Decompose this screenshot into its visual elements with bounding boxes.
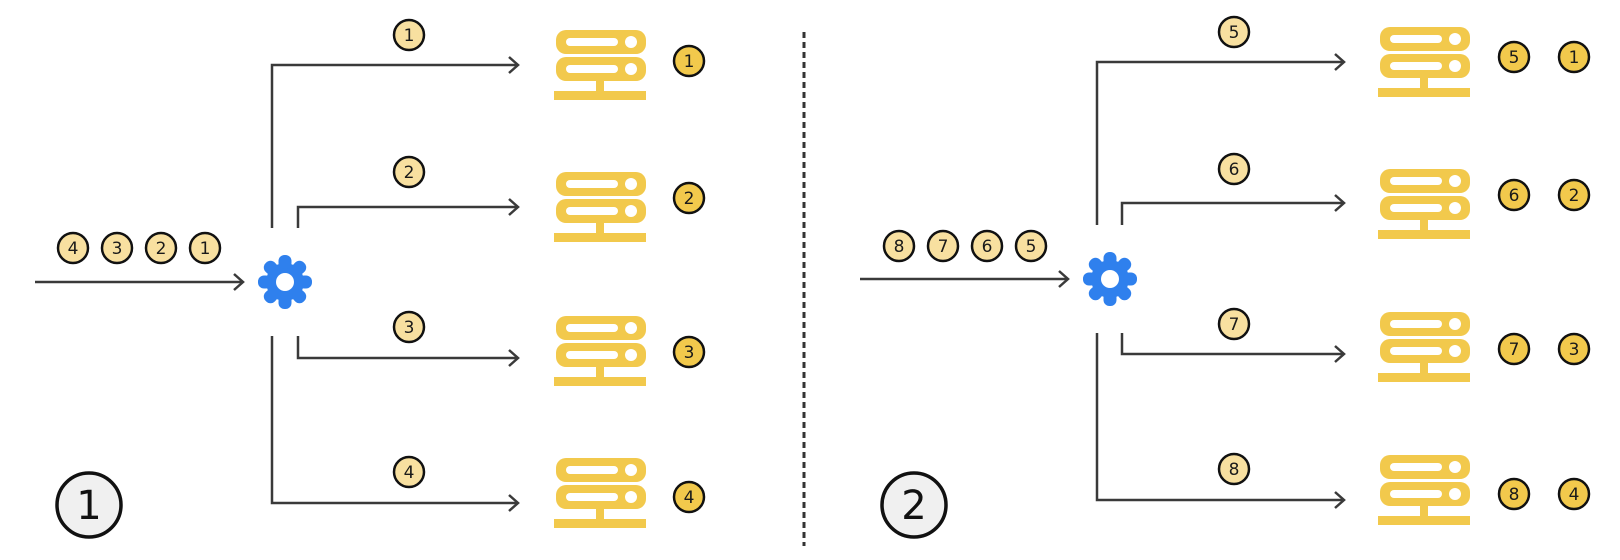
- queue-token: 2: [144, 231, 178, 265]
- panel-step-1: 4 3 2 1: [35, 18, 706, 539]
- routing-lines: [270, 56, 520, 512]
- server-token: 4: [672, 480, 706, 514]
- server-token: 3: [672, 335, 706, 369]
- transit-token-label: 8: [1229, 460, 1240, 480]
- gear-icon: [1071, 240, 1149, 318]
- server-token-label: 3: [1569, 340, 1580, 360]
- gear-icon: [246, 243, 324, 321]
- queue-token-label: 2: [156, 239, 167, 259]
- server-token-label: 1: [684, 52, 695, 72]
- transit-token: 3: [392, 310, 426, 344]
- server-token-label: 2: [1569, 186, 1580, 206]
- transit-token-label: 1: [404, 26, 415, 46]
- server-token: 3: [1557, 332, 1591, 366]
- step-badge-label: 2: [901, 483, 926, 529]
- transit-token: 1: [392, 18, 426, 52]
- routing-lines: [1095, 53, 1346, 509]
- queue-token: 4: [56, 231, 90, 265]
- queue-token-label: 7: [938, 237, 949, 257]
- server-token-label: 7: [1509, 340, 1520, 360]
- queue-token: 8: [882, 229, 916, 263]
- queue-token: 1: [188, 231, 222, 265]
- server-token-label: 3: [684, 343, 695, 363]
- server-token-label: 4: [1569, 485, 1580, 505]
- server-icon: [554, 172, 646, 242]
- queue-token-label: 5: [1026, 237, 1037, 257]
- server-token: 5: [1497, 40, 1531, 74]
- transit-token-label: 6: [1229, 160, 1240, 180]
- transit-token-label: 7: [1229, 315, 1240, 335]
- server-token: 1: [1557, 40, 1591, 74]
- queue-token: 7: [926, 229, 960, 263]
- server-token: 4: [1557, 477, 1591, 511]
- transit-token: 7: [1217, 307, 1251, 341]
- server-icon: [1378, 169, 1470, 239]
- server-icon: [554, 316, 646, 386]
- step-badge: 1: [55, 471, 123, 539]
- server-icon: [1378, 312, 1470, 382]
- panel-step-2: 8 7 6 5: [860, 15, 1591, 539]
- step-badge-label: 1: [76, 483, 101, 529]
- server-token-label: 5: [1509, 48, 1520, 68]
- server-token: 1: [672, 44, 706, 78]
- incoming-queue: 8 7 6 5: [882, 229, 1048, 263]
- step-badge: 2: [880, 471, 948, 539]
- server-icon: [1378, 455, 1470, 525]
- server-icon: [1378, 27, 1470, 97]
- server-token-label: 8: [1509, 485, 1520, 505]
- transit-token: 4: [392, 455, 426, 489]
- queue-token-label: 3: [112, 239, 123, 259]
- queue-token-label: 8: [894, 237, 905, 257]
- server-token-label: 1: [1569, 48, 1580, 68]
- server-token: 2: [672, 181, 706, 215]
- transit-token-label: 2: [404, 163, 415, 183]
- queue-token-label: 4: [68, 239, 79, 259]
- server-token: 8: [1497, 477, 1531, 511]
- server-token: 7: [1497, 332, 1531, 366]
- transit-token: 2: [392, 155, 426, 189]
- transit-token-label: 3: [404, 318, 415, 338]
- server-token-label: 4: [684, 488, 695, 508]
- transit-token: 6: [1217, 152, 1251, 186]
- incoming-queue: 4 3 2 1: [56, 231, 222, 265]
- queue-token-label: 6: [982, 237, 993, 257]
- queue-token: 6: [970, 229, 1004, 263]
- transit-token: 8: [1217, 452, 1251, 486]
- transit-token-label: 4: [404, 463, 415, 483]
- server-token: 6: [1497, 178, 1531, 212]
- queue-token: 3: [100, 231, 134, 265]
- server-token: 2: [1557, 178, 1591, 212]
- incoming-arrow: [35, 273, 245, 291]
- transit-token-label: 5: [1229, 23, 1240, 43]
- server-icon: [554, 458, 646, 528]
- queue-token-label: 1: [200, 239, 211, 259]
- transit-token: 5: [1217, 15, 1251, 49]
- server-icon: [554, 30, 646, 100]
- incoming-arrow: [860, 270, 1070, 288]
- server-token-label: 6: [1509, 186, 1520, 206]
- server-token-label: 2: [684, 189, 695, 209]
- queue-token: 5: [1014, 229, 1048, 263]
